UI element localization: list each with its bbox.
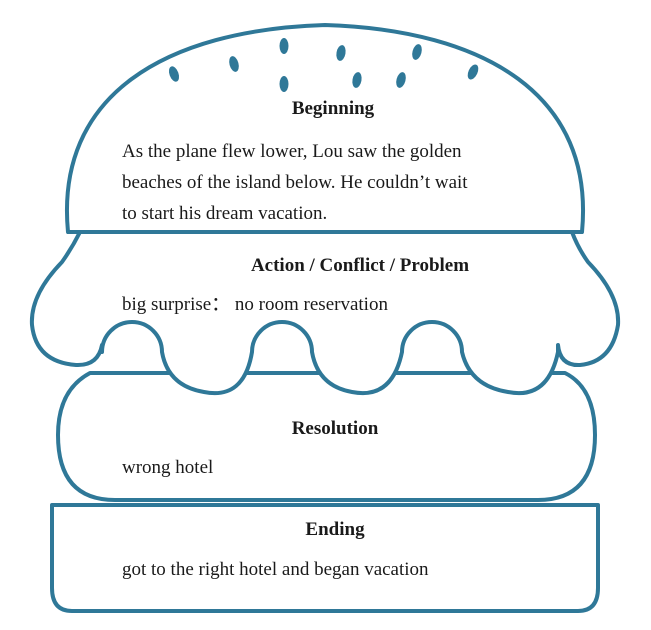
beginning-line: beaches of the island below. He couldn’t… — [122, 172, 468, 193]
beginning-line: to start his dream vacation. — [122, 203, 328, 224]
action-text: big surprise： no room reservation — [122, 294, 388, 315]
lettuce-shape — [29, 230, 621, 396]
ending-text: got to the right hotel and began vacatio… — [122, 559, 429, 580]
sesame-seed — [229, 56, 239, 72]
sesame-seed — [336, 45, 346, 61]
beginning-heading: Beginning — [291, 98, 375, 119]
sesame-seed — [467, 64, 479, 80]
resolution-text: wrong hotel — [122, 457, 214, 478]
beginning-text: As the plane flew lower, Lou saw the gol… — [122, 136, 468, 229]
sesame-seed — [396, 72, 406, 88]
resolution-heading: Resolution — [291, 418, 379, 439]
sesame-seeds — [168, 38, 479, 92]
action-heading: Action / Conflict / Problem — [250, 255, 470, 276]
sesame-seed — [168, 66, 180, 82]
top-bun-shape — [64, 23, 586, 234]
bottom-bun-shape — [50, 503, 600, 613]
sesame-seed — [352, 72, 362, 88]
sesame-seed — [279, 76, 289, 92]
patty-shape — [56, 371, 597, 502]
beginning-line: As the plane flew lower, Lou saw the gol… — [122, 141, 462, 162]
ending-heading: Ending — [305, 519, 365, 540]
sesame-seed — [279, 38, 289, 54]
sesame-seed — [412, 44, 422, 60]
